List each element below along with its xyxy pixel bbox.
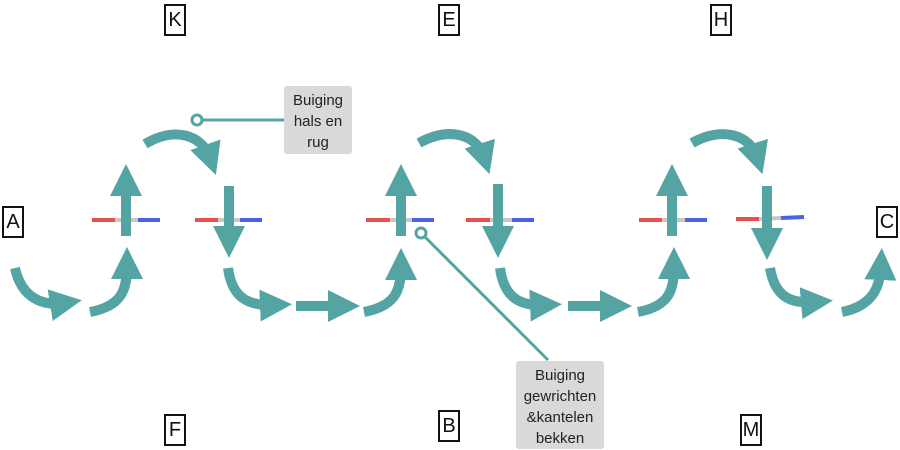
teal-arrow-icon bbox=[223, 267, 292, 322]
callout-joints-pelvis: Buiging gewrichten &kantelen bekken bbox=[516, 361, 604, 449]
teal-arrow-icon bbox=[840, 248, 897, 317]
callout-pin-icon bbox=[414, 226, 428, 240]
callout-leaders bbox=[190, 113, 550, 362]
teal-arrow-icon bbox=[689, 129, 768, 175]
teal-arrow-icon bbox=[142, 129, 221, 175]
balance-bars bbox=[92, 215, 805, 222]
teal-arrow-icon bbox=[765, 266, 833, 320]
callout-line: &kantelen bbox=[526, 409, 594, 426]
callout-line: Buiging bbox=[292, 92, 344, 109]
teal-arrow-icon bbox=[636, 246, 690, 317]
teal-arrow-icon bbox=[495, 267, 562, 322]
callout-pin-icon bbox=[190, 113, 204, 127]
callout-line: bekken bbox=[535, 430, 585, 447]
letter-box-top-2: E bbox=[438, 4, 460, 36]
callout-line: Buiging bbox=[534, 367, 586, 384]
teal-arrow-icon bbox=[362, 248, 417, 317]
teal-arrow-icon bbox=[10, 266, 82, 321]
letter-box-bottom-3: M bbox=[740, 414, 762, 446]
arrows bbox=[10, 129, 897, 322]
letter-box-right: C bbox=[876, 206, 898, 238]
letter-box-bottom-1: F bbox=[164, 414, 186, 446]
teal-arrow-icon bbox=[416, 129, 495, 175]
teal-arrow-icon bbox=[88, 247, 143, 317]
callout-line: hals en bbox=[293, 113, 343, 130]
letter-box-left: A bbox=[2, 206, 24, 238]
letter-box-top-3: H bbox=[710, 4, 732, 36]
callout-line: rug bbox=[307, 134, 329, 151]
callout-neck-back: Buiging hals en rug bbox=[284, 86, 352, 154]
callout-line: gewrichten bbox=[523, 388, 597, 405]
letter-box-top-1: K bbox=[164, 4, 186, 36]
callout-leader-line bbox=[422, 234, 550, 362]
letter-box-bottom-2: B bbox=[438, 410, 460, 442]
